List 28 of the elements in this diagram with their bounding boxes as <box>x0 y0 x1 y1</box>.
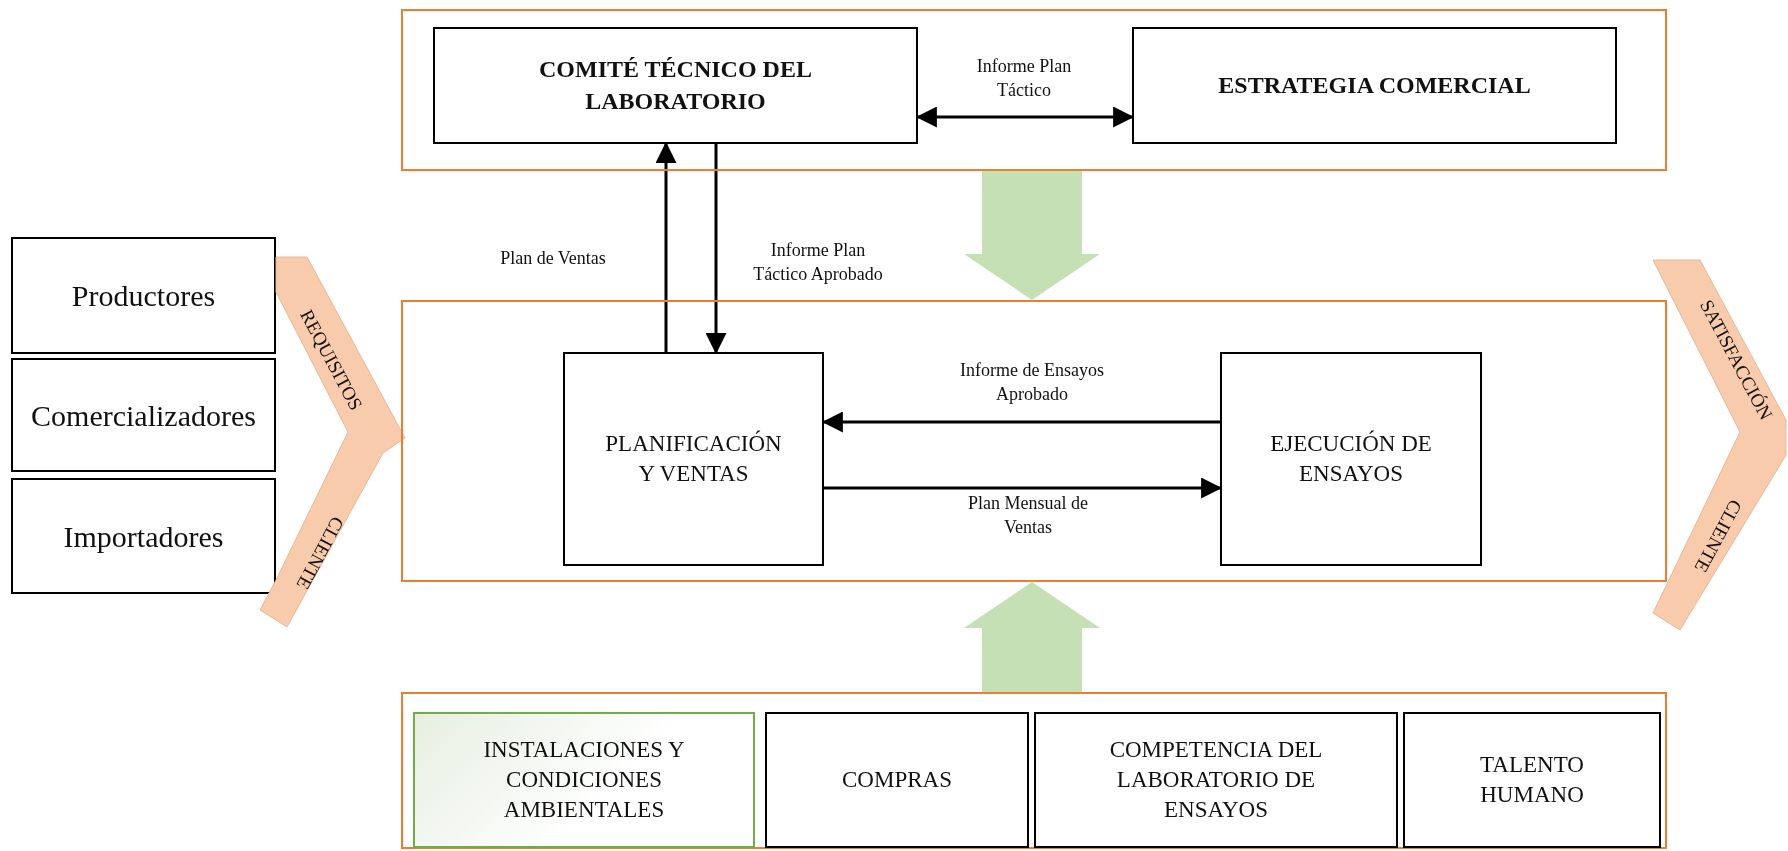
process-box <box>765 712 1029 848</box>
box-label: TALENTO HUMANO <box>1479 751 1585 809</box>
process-box <box>1132 27 1617 144</box>
arrow <box>705 144 727 355</box>
group-frame <box>401 692 1667 849</box>
box-label: EJECUCIÓN DE ENSAYOS <box>1269 429 1433 488</box>
box-label: INSTALACIONES Y CONDICIONES AMBIENTALES <box>482 736 686 824</box>
process-box <box>563 352 824 566</box>
box-label: COMITÉ TÉCNICO DEL LABORATORIO <box>538 55 813 116</box>
process-box <box>11 237 276 354</box>
group-frame <box>401 300 1667 582</box>
box-label: Comercializadores <box>31 397 256 434</box>
process-box <box>1220 352 1482 566</box>
process-box <box>1403 712 1661 848</box>
box-label: COMPETENCIA DEL LABORATORIO DE ENSAYOS <box>1108 736 1324 824</box>
box-label: Productores <box>71 278 216 314</box>
group-frame <box>401 9 1667 171</box>
process-box <box>11 478 276 594</box>
process-box <box>413 712 755 848</box>
block-arrow <box>964 582 1100 692</box>
box-label: COMPRAS <box>842 766 952 795</box>
box-label: ESTRATEGIA COMERCIAL <box>1218 70 1531 100</box>
process-box <box>1034 712 1398 848</box>
box-label: PLANIFICACIÓN Y VENTAS <box>604 429 783 488</box>
box-label: Importadores <box>63 518 224 555</box>
process-box <box>433 27 918 144</box>
block-arrow <box>964 171 1100 300</box>
process-box <box>11 358 276 472</box>
